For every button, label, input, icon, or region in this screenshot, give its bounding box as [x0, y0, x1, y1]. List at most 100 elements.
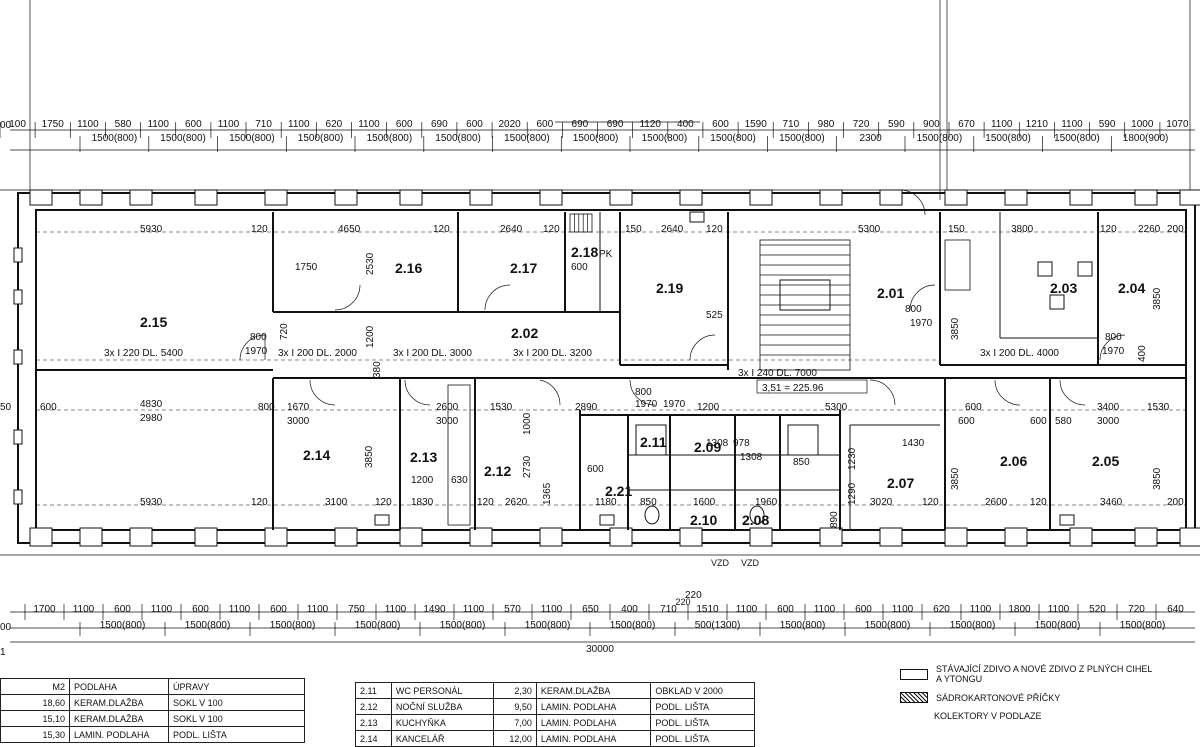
dimension-label: 590	[888, 119, 905, 130]
table-row: 2.12 NOČNÍ SLUŽBA 9,50 LAMIN. PODLAHA PO…	[355, 698, 755, 715]
table-cell: 2.11	[355, 682, 392, 699]
top-dimension-row-2: 1500(800)1500(800)1500(800)1500(800)1500…	[79, 133, 1168, 152]
wall-pier	[1134, 189, 1158, 206]
inner-dimensions: 5930 120 4650 120 2640 120 150 2640 120 …	[40, 224, 1184, 601]
dim-2260: 2260	[1138, 224, 1161, 235]
dimension-label: 1100	[73, 604, 95, 615]
dimension-label: 1100	[970, 604, 992, 615]
table-row: 15,10 KERAM.DLAŽBA SOKL V 100	[0, 710, 305, 727]
swatch-hatch-icon	[900, 692, 928, 703]
room-2-12: 2.12	[484, 463, 511, 479]
dimension-label: 1500(800)	[950, 620, 996, 631]
dimension-label: 520	[1089, 604, 1106, 615]
dimension-label: 600	[712, 119, 729, 130]
dim-600-a: 600	[571, 262, 588, 273]
room-2-09: 2.09	[694, 439, 721, 455]
table-cell: KUCHYŇKA	[390, 714, 495, 731]
table-cell: 2.14	[355, 730, 392, 747]
dim-600-d: 600	[587, 464, 604, 475]
table-cell: M2	[0, 678, 70, 695]
dim-2620: 2620	[505, 497, 528, 508]
room-table-right: 2.11 WC PERSONÁL 2,30 KERAM.DLAŽBA OBKLA…	[355, 682, 755, 747]
dimension-label: 1210	[1026, 119, 1049, 130]
dim-4650: 4650	[338, 224, 361, 235]
dim-580: 580	[1055, 416, 1072, 427]
dim-800-c: 800	[1105, 332, 1122, 343]
wall-pier	[1069, 527, 1093, 547]
beam-label-2-02c: 3x I 200 DL. 3200	[513, 348, 592, 359]
dimension-label: 720	[853, 119, 870, 130]
dim-525: 525	[706, 310, 723, 321]
legend-label-masonry: STÁVAJÍCÍ ZDIVO A NOVÉ ZDIVO Z PLNÝCH CI…	[936, 664, 1152, 684]
dimension-label: 1100	[991, 119, 1013, 130]
swatch-plain-icon	[900, 668, 928, 680]
legend-text-1a: STÁVAJÍCÍ ZDIVO A NOVÉ ZDIVO Z PLNÝCH CI…	[936, 664, 1153, 674]
table-cell: 2,30	[493, 682, 537, 699]
wall-pier	[539, 527, 563, 547]
dim-120-j: 120	[1030, 497, 1047, 508]
room-table-left: M2 PODLAHA ÚPRAVY 18,60 KERAM.DLAŽBA SOK…	[0, 678, 305, 743]
dim-1600: 1600	[693, 497, 716, 508]
dim-3850-a: 3850	[364, 445, 375, 468]
vzd-label-1: VZD	[711, 558, 730, 568]
dimension-label: 1100	[77, 119, 99, 130]
dimension-label: 1500(800)	[710, 133, 756, 144]
dim-1750: 1750	[295, 262, 318, 273]
dimension-label: 1000	[1131, 119, 1154, 130]
wall-pier	[264, 189, 288, 206]
dimension-label: 2020	[498, 119, 521, 130]
dashed-lintels	[36, 231, 1186, 506]
table-cell: PODL. LIŠTA	[650, 714, 755, 731]
dim-120-b: 120	[433, 224, 450, 235]
room-2-21: 2.21	[605, 483, 632, 499]
dim-120-a: 120	[251, 224, 268, 235]
wall-pier	[1179, 527, 1200, 547]
dim-800-e: 800	[635, 387, 652, 398]
dim-5930-bottom: 5930	[140, 497, 163, 508]
dim-1530-b: 1530	[1147, 402, 1170, 413]
top-dimension-lines	[10, 121, 1195, 151]
table-cell: NOČNÍ SLUŽBA	[390, 698, 495, 715]
table-row: 15,30 LAMIN. PODLAHA PODL. LIŠTA	[0, 726, 305, 743]
dim-5300-b: 5300	[825, 402, 848, 413]
dim-1200-a: 1200	[697, 402, 720, 413]
dimension-label: 1500(800)	[573, 133, 619, 144]
dimension-label: 1500(800)	[92, 133, 138, 144]
wall-pier	[749, 527, 773, 547]
dimension-label: 1500(800)	[229, 133, 275, 144]
room-2-08: 2.08	[742, 512, 769, 528]
dim-1430: 1430	[902, 438, 925, 449]
dimension-label: 1100	[814, 604, 836, 615]
dim-600-e: 600	[1030, 416, 1047, 427]
dimension-label: 1100	[288, 119, 310, 130]
table-cell: 9,50	[493, 698, 537, 715]
dim-1290: 1290	[847, 482, 858, 505]
beam-label-2-01: 3x I 240 DL. 7000	[738, 368, 817, 379]
table-cell: 2.12	[355, 698, 392, 715]
dim-1970-b: 1970	[910, 318, 933, 329]
table-cell: KERAM.DLAŽBA	[535, 682, 652, 699]
dim-2730: 2730	[522, 455, 533, 478]
pk-label: PK	[599, 249, 613, 260]
dim-200-b: 200	[1167, 224, 1184, 235]
dimension-label: 1100	[358, 119, 380, 130]
wall-pier	[679, 527, 703, 547]
dim-720: 720	[279, 323, 290, 340]
dim-120-g: 120	[375, 497, 392, 508]
dim-630: 630	[451, 475, 468, 486]
dim-850-b: 850	[793, 457, 810, 468]
dimension-label: 1100	[1048, 604, 1070, 615]
room-2-11: 2.11	[640, 434, 667, 450]
wall-pier	[749, 189, 773, 206]
dimension-label: 1590	[745, 119, 768, 130]
dim-120-e: 120	[1100, 224, 1117, 235]
dim-120-c: 120	[543, 224, 560, 235]
dimension-label: 1500(800)	[440, 620, 486, 631]
wall-pier	[879, 527, 903, 547]
wall-pier	[29, 189, 53, 206]
wall-pier	[679, 189, 703, 206]
beam-label-2-15: 3x I 220 DL. 5400	[104, 348, 183, 359]
dimension-label: 500(1300)	[695, 620, 741, 631]
